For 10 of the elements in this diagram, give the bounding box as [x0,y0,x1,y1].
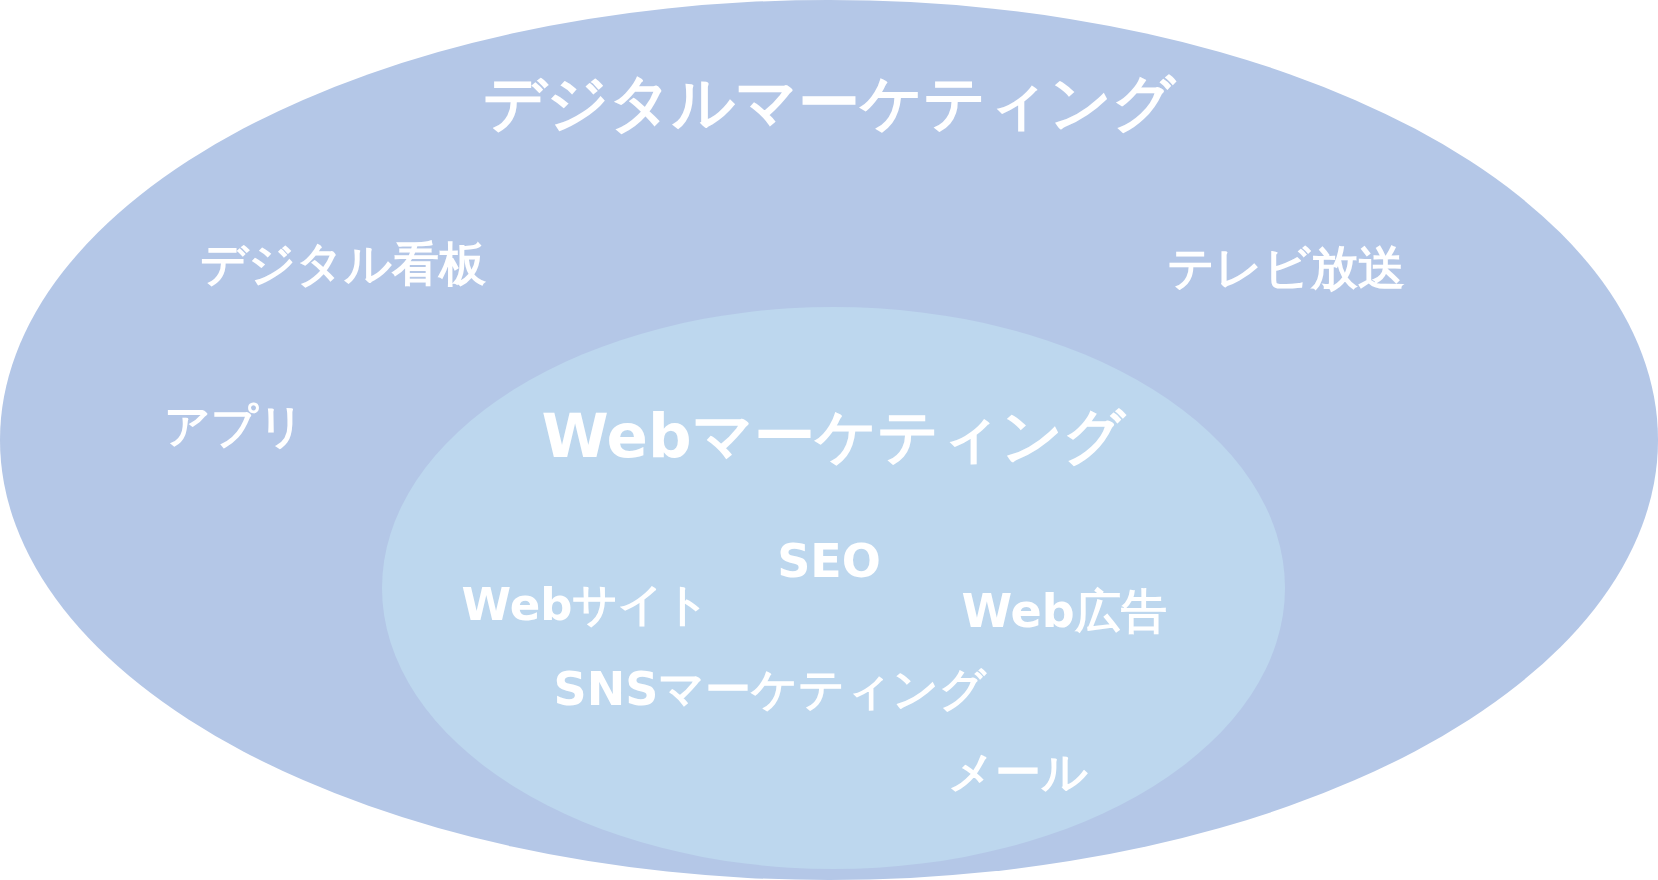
set-item-label: SEO [777,534,881,588]
set-item-label: Web広告 [961,584,1167,638]
set-item-label: デジタル看板 [200,237,486,291]
set-item-label: テレビ放送 [1167,241,1405,295]
set-item-label: メール [948,745,1088,799]
set-item-label: Webサイト [461,579,711,631]
set-title: Webマーケティング [541,400,1125,472]
set-item-label: SNSマーケティング [553,662,987,716]
set-item-label: アプリ [163,399,305,453]
set-title: デジタルマーケティング [483,67,1175,139]
